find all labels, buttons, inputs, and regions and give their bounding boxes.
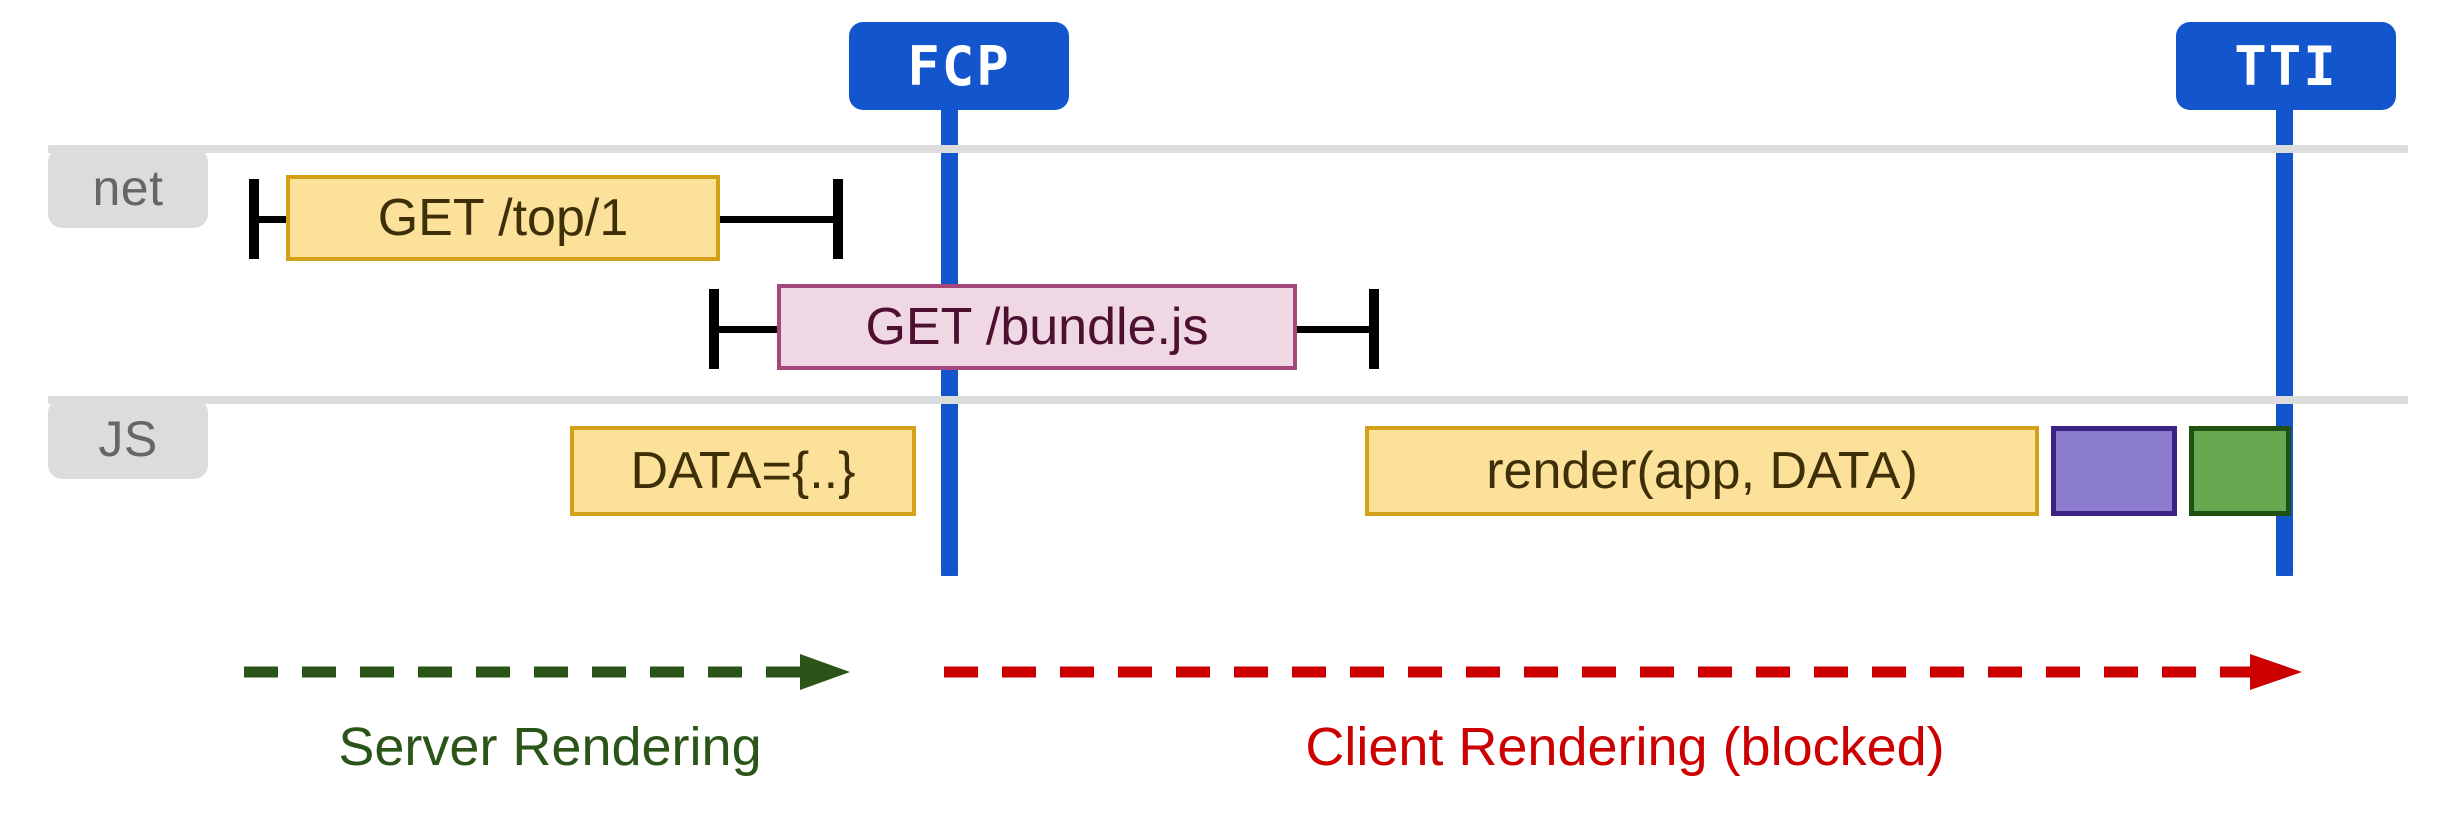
fcp-marker-badge[interactable]: FCP [849, 22, 1069, 110]
lane-label-js: JS [98, 411, 158, 467]
phase-client-rendering: Client Rendering (blocked) [940, 650, 2310, 778]
lane-chip-net: net [48, 148, 208, 228]
fcp-marker-label: FCP [907, 34, 1011, 98]
tti-marker-badge[interactable]: TTI [2176, 22, 2396, 110]
get-bundle-whisker-cap-right [1369, 289, 1379, 369]
task-box-data[interactable]: DATA={..} [570, 426, 916, 516]
client-phase-arrow-icon [944, 654, 2302, 690]
lane-chip-js: JS [48, 399, 208, 479]
get-top-whisker-cap-right [833, 179, 843, 259]
task-box-purple[interactable] [2051, 426, 2177, 516]
task-box-get-bundle[interactable]: GET /bundle.js [777, 284, 1297, 370]
task-label-data: DATA={..} [630, 442, 856, 500]
task-box-get-top[interactable]: GET /top/1 [286, 175, 720, 261]
phase-server-rendering: Server Rendering [240, 650, 860, 778]
tti-marker-label: TTI [2234, 34, 2338, 98]
get-bundle-whisker-cap-left [709, 289, 719, 369]
server-phase-arrow-icon [244, 654, 850, 690]
task-label-get-top: GET /top/1 [377, 189, 629, 247]
phase-server-label: Server Rendering [338, 717, 762, 777]
net-lane-rule [48, 145, 2408, 153]
get-top-whisker-cap-left [249, 179, 259, 259]
lane-label-net: net [92, 160, 164, 216]
task-label-render: render(app, DATA) [1486, 442, 1918, 500]
phase-client-label: Client Rendering (blocked) [1305, 717, 1945, 777]
js-lane-rule [48, 396, 2408, 404]
task-label-get-bundle: GET /bundle.js [865, 298, 1209, 356]
task-box-render[interactable]: render(app, DATA) [1365, 426, 2039, 516]
task-box-green[interactable] [2189, 426, 2291, 516]
